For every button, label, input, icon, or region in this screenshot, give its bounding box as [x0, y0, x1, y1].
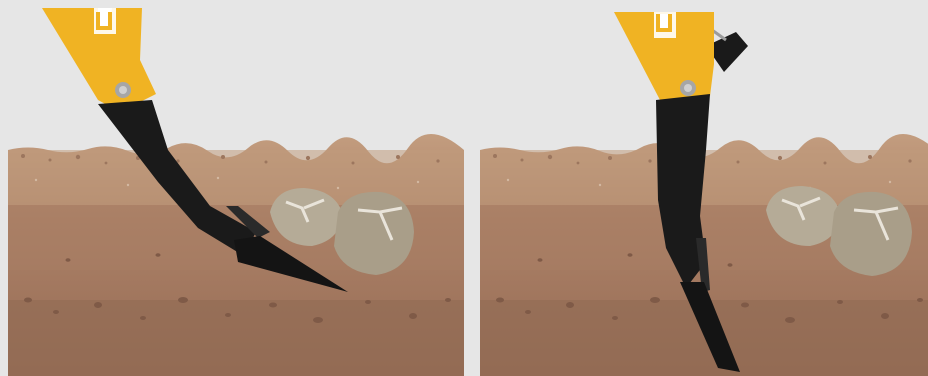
panel-working-position	[8, 0, 464, 376]
right-scene-svg	[480, 0, 928, 376]
panel-tripped-position	[480, 0, 928, 376]
bolt-icon	[115, 82, 131, 98]
bolt-icon	[680, 80, 696, 96]
left-scene-svg	[8, 0, 464, 376]
